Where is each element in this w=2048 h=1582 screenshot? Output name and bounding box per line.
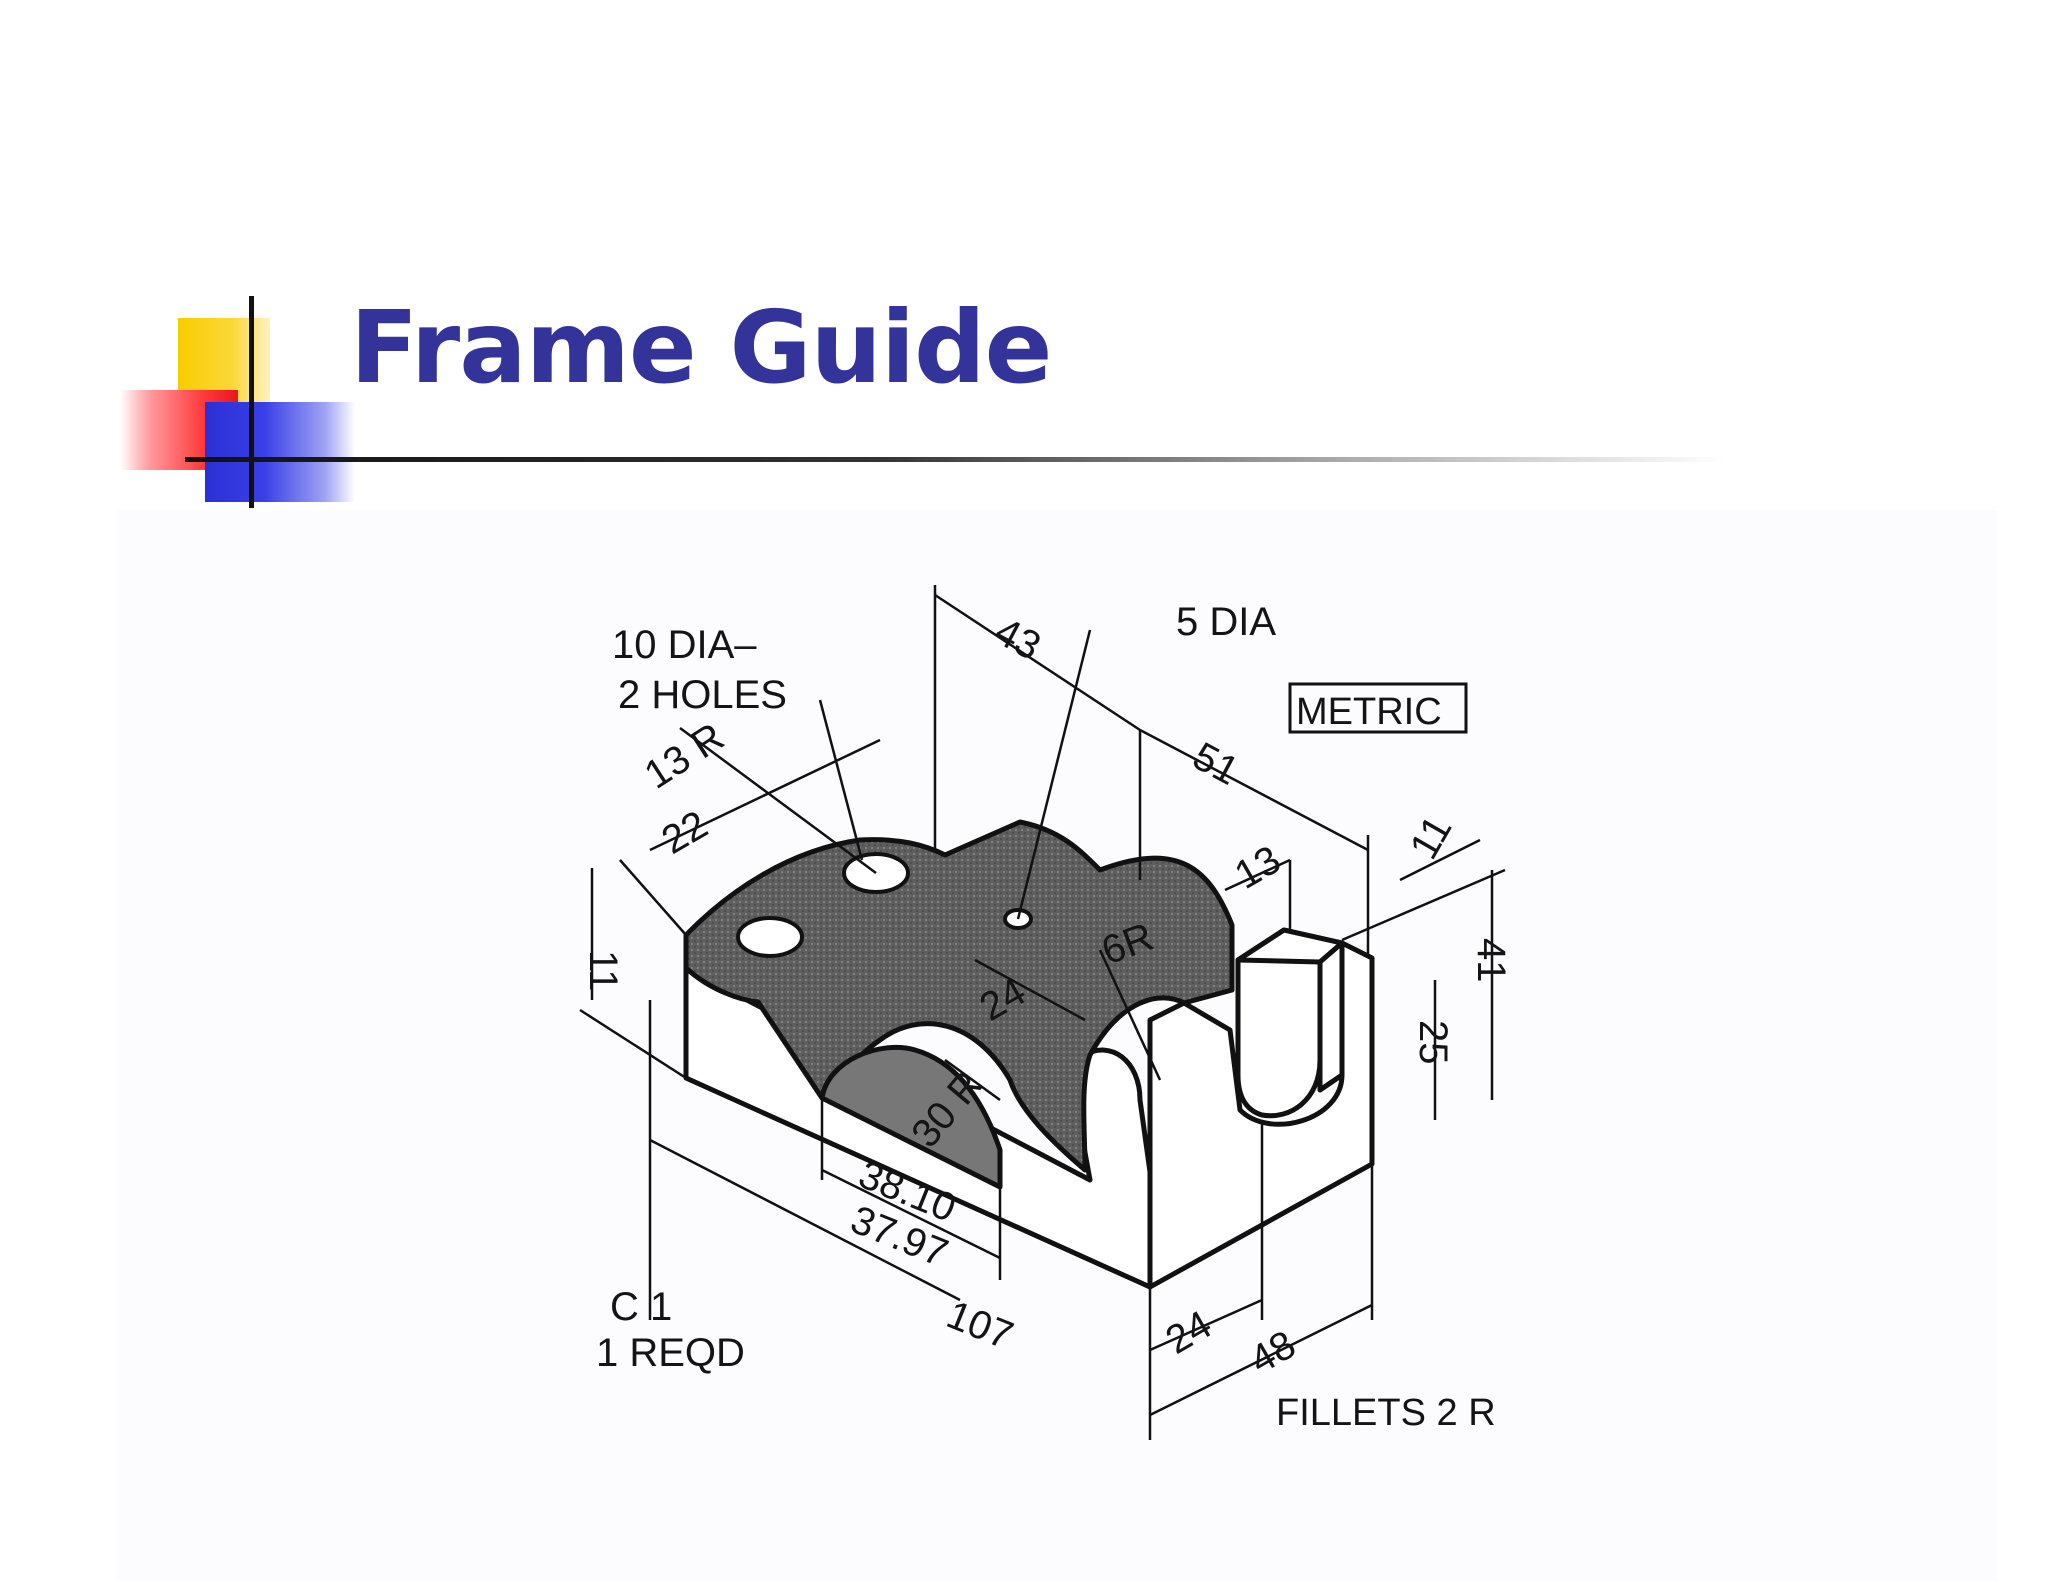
label-dia-5: 5 DIA [1176, 600, 1276, 644]
label-dim-48: 48 [1243, 1322, 1304, 1382]
label-dim-51: 51 [1186, 734, 1246, 794]
dimension-lines [579, 585, 1506, 1440]
label-dim-41: 41 [1469, 938, 1513, 983]
label-dim-11-left: 11 [581, 950, 625, 992]
label-part-id: C 1 [610, 1285, 672, 1329]
blue-square-decoration [205, 402, 355, 502]
label-dim-24-bottom: 24 [1159, 1302, 1220, 1362]
vertical-rule [249, 296, 254, 508]
front-arch-cutout [819, 1044, 1003, 1190]
label-dim-11-right: 11 [1402, 809, 1461, 867]
label-dim-25: 25 [1411, 1020, 1455, 1065]
label-holes-count: 2 HOLES [618, 673, 787, 717]
upright-tab-side [1317, 940, 1345, 1093]
label-quantity: 1 REQD [596, 1331, 745, 1375]
label-fillets: FILLETS 2 R [1276, 1392, 1496, 1434]
label-dim-107: 107 [941, 1293, 1019, 1359]
part-top-surface [683, 819, 1235, 1173]
label-radius-13: 13 R [637, 715, 732, 798]
label-dim-22: 22 [655, 802, 716, 862]
label-dim-43: 43 [988, 609, 1048, 669]
part-body [683, 819, 1375, 1290]
title-underline [185, 457, 1725, 462]
mounting-hole-left [736, 916, 804, 958]
slide-title: Frame Guide [350, 289, 1052, 406]
label-metric: METRIC [1296, 691, 1442, 733]
metric-box [1288, 682, 1468, 734]
label-dim-13: 13 [1228, 837, 1289, 897]
label-holes-dia: 10 DIA– [612, 623, 757, 667]
